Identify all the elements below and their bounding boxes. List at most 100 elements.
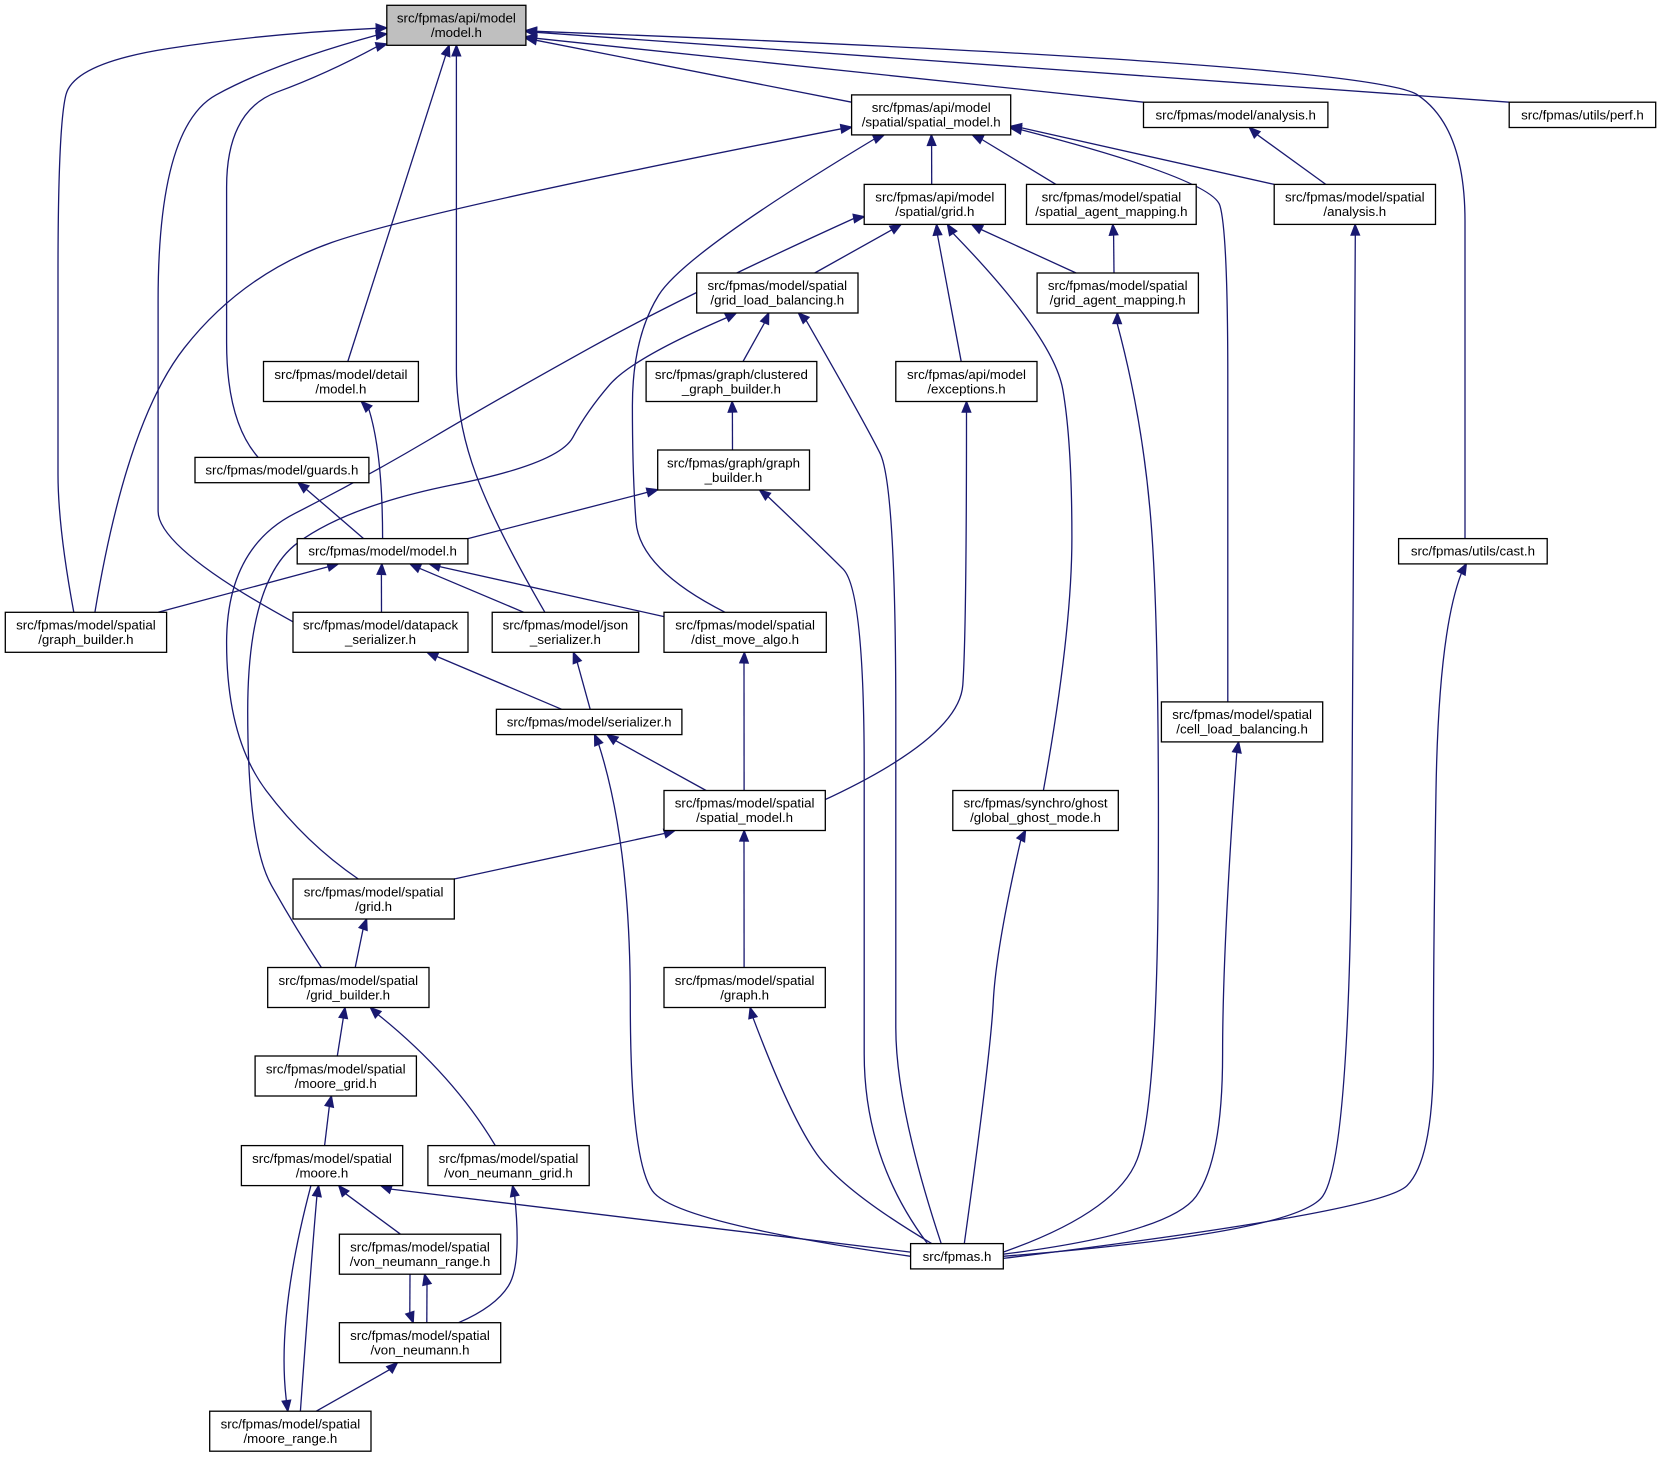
- node-label-line: /moore_range.h: [243, 1431, 337, 1446]
- edge-line: [305, 488, 365, 540]
- node-guards[interactable]: src/fpmas/model/guards.h: [194, 456, 370, 484]
- node-von-neumann[interactable]: src/fpmas/model/spatial/von_neumann.h: [338, 1322, 502, 1364]
- node-spatial-graph[interactable]: src/fpmas/model/spatial/graph.h: [663, 966, 826, 1009]
- node-box: [663, 789, 826, 832]
- edge-line: [94, 128, 842, 613]
- node-serializer[interactable]: src/fpmas/model/serializer.h: [495, 708, 683, 736]
- node-box: [1160, 701, 1324, 743]
- edge-arrowhead: [369, 1006, 383, 1019]
- node-box: [427, 1144, 590, 1187]
- edge-arrowhead: [961, 399, 972, 413]
- node-spatial-spatial-model[interactable]: src/fpmas/model/spatial/spatial_model.h: [663, 789, 826, 832]
- edge-spatial_grid-to-spatial_spatial_model: [454, 828, 677, 880]
- edge-cell_load_balancing-to-api_spatial_model: [1008, 124, 1229, 702]
- edge-line: [390, 1188, 911, 1253]
- node-spatial-analysis[interactable]: src/fpmas/model/spatial/analysis.h: [1273, 183, 1437, 226]
- edge-line: [980, 228, 1077, 274]
- edge-arrowhead: [379, 1184, 394, 1195]
- edge-arrowhead: [509, 1183, 520, 1198]
- edge-datapack_serializer-to-api_model: [157, 30, 389, 623]
- node-label-line: src/fpmas/graph/graph: [667, 455, 800, 470]
- edge-line: [225, 217, 855, 880]
- node-api-spatial-model[interactable]: src/fpmas/api/model/spatial/spatial_mode…: [850, 94, 1012, 136]
- node-api-spatial-grid[interactable]: src/fpmas/api/model/spatial/grid.h: [863, 183, 1007, 226]
- node-datapack-serializer[interactable]: src/fpmas/model/datapack_serializer.h: [292, 611, 469, 653]
- node-von-neumann-grid[interactable]: src/fpmas/model/spatial/von_neumann_grid…: [427, 1144, 590, 1187]
- node-label-line: /von_neumann_grid.h: [444, 1165, 573, 1180]
- edge-line: [631, 138, 875, 613]
- edge-fpmas-to-grid_agent_mapping: [1003, 311, 1160, 1253]
- node-spatial-graph-builder[interactable]: src/fpmas/model/spatial/graph_builder.h: [4, 611, 168, 653]
- node-model-analysis[interactable]: src/fpmas/model/analysis.h: [1142, 101, 1329, 129]
- node-von-neumann-range[interactable]: src/fpmas/model/spatial/von_neumann_rang…: [338, 1233, 502, 1275]
- edge-serializer-to-json_serializer: [572, 650, 591, 710]
- edge-global_ghost_mode-to-api_spatial_grid: [946, 223, 1073, 791]
- edge-arrowhead: [727, 399, 738, 413]
- node-grid-agent-mapping[interactable]: src/fpmas/model/spatial/grid_agent_mappi…: [1036, 272, 1200, 314]
- edge-graph_builder-to-clustered_graph_builder: [727, 399, 738, 451]
- edge-line: [576, 662, 591, 710]
- edge-line: [157, 34, 377, 623]
- edge-von_neumann-to-von_neumann_grid: [458, 1183, 520, 1324]
- edge-line: [347, 55, 447, 362]
- node-model-model[interactable]: src/fpmas/model/model.h: [296, 537, 469, 565]
- edge-arrowhead: [1112, 311, 1123, 325]
- node-utils-perf[interactable]: src/fpmas/utils/perf.h: [1508, 101, 1657, 129]
- edge-arrowhead: [1008, 124, 1023, 135]
- edge-arrowhead: [524, 26, 538, 37]
- edge-arrowhead: [376, 562, 387, 576]
- node-dist-move-algo[interactable]: src/fpmas/model/spatial/dist_move_algo.h: [663, 611, 827, 653]
- edge-arrowhead: [422, 1272, 433, 1287]
- edge-api_spatial_grid-to-api_spatial_model: [926, 133, 937, 185]
- edge-api_exceptions-to-api_spatial_grid: [932, 222, 962, 362]
- node-box: [663, 611, 827, 653]
- node-grid-load-balancing[interactable]: src/fpmas/model/spatial/grid_load_balanc…: [696, 272, 859, 314]
- node-box: [1142, 101, 1329, 129]
- node-cell-load-balancing[interactable]: src/fpmas/model/spatial/cell_load_balanc…: [1160, 701, 1324, 743]
- node-grid-builder[interactable]: src/fpmas/model/spatial/grid_builder.h: [267, 966, 430, 1009]
- node-json-serializer[interactable]: src/fpmas/model/json_serializer.h: [491, 611, 640, 653]
- edge-json_serializer-to-api_model: [451, 43, 546, 613]
- edge-fpmas-to-global_ghost_mode: [963, 828, 1027, 1244]
- node-label-line: src/fpmas/model/spatial: [221, 1417, 361, 1432]
- edge-line: [436, 655, 562, 710]
- edge-arrowhead: [375, 23, 389, 34]
- edge-line: [323, 1106, 330, 1146]
- node-api-exceptions[interactable]: src/fpmas/api/model/exceptions.h: [895, 360, 1038, 403]
- node-global-ghost-mode[interactable]: src/fpmas/synchro/ghost/global_ghost_mod…: [952, 789, 1119, 832]
- node-label-line: src/fpmas/model/spatial: [1285, 190, 1425, 205]
- node-spatial-agent-mapping[interactable]: src/fpmas/model/spatial/spatial_agent_ma…: [1025, 183, 1197, 226]
- edge-model_model-to-detail_model: [360, 400, 384, 539]
- edge-fpmas-to-graph_builder: [758, 489, 929, 1244]
- edge-arrowhead: [1248, 126, 1262, 139]
- node-label-line: /graph.h: [720, 987, 769, 1002]
- edge-moore_grid-to-grid_builder: [336, 1005, 349, 1057]
- node-box: [645, 360, 818, 403]
- node-fpmas[interactable]: src/fpmas.h: [909, 1242, 1004, 1270]
- node-moore-grid[interactable]: src/fpmas/model/spatial/moore_grid.h: [254, 1055, 418, 1097]
- edge-json_serializer-to-model_model: [408, 563, 525, 613]
- edge-fpmas-to-spatial_graph: [748, 1005, 933, 1245]
- node-label-line: src/fpmas/model/json: [503, 618, 629, 633]
- node-graph-builder[interactable]: src/fpmas/graph/graph_builder.h: [657, 449, 811, 491]
- edge-line: [1021, 127, 1275, 186]
- node-box: [850, 94, 1012, 136]
- node-box: [1397, 537, 1548, 565]
- edge-line: [377, 1014, 496, 1146]
- node-spatial-grid[interactable]: src/fpmas/model/spatial/grid.h: [292, 878, 455, 920]
- edge-arrowhead: [1350, 222, 1361, 236]
- node-moore-range[interactable]: src/fpmas/model/spatial/moore_range.h: [209, 1410, 372, 1452]
- edge-line: [536, 39, 852, 103]
- node-utils-cast[interactable]: src/fpmas/utils/cast.h: [1397, 537, 1548, 565]
- node-label-line: src/fpmas/model/analysis.h: [1156, 107, 1316, 122]
- node-label-line: src/fpmas/model/datapack: [303, 618, 459, 633]
- node-label-line: /analysis.h: [1323, 204, 1386, 219]
- node-clustered-graph-builder[interactable]: src/fpmas/graph/clustered_graph_builder.…: [645, 360, 818, 403]
- edge-arrowhead: [738, 828, 750, 842]
- node-api-model[interactable]: src/fpmas/api/model/model.h: [386, 4, 527, 46]
- node-detail-model[interactable]: src/fpmas/model/detail/model.h: [262, 360, 420, 403]
- edge-line: [536, 30, 1466, 539]
- graph-nodes: src/fpmas/api/model/model.h src/fpmas/api…: [4, 4, 1657, 1452]
- node-moore[interactable]: src/fpmas/model/spatial/moore.h: [240, 1144, 404, 1187]
- edge-line: [952, 232, 1073, 791]
